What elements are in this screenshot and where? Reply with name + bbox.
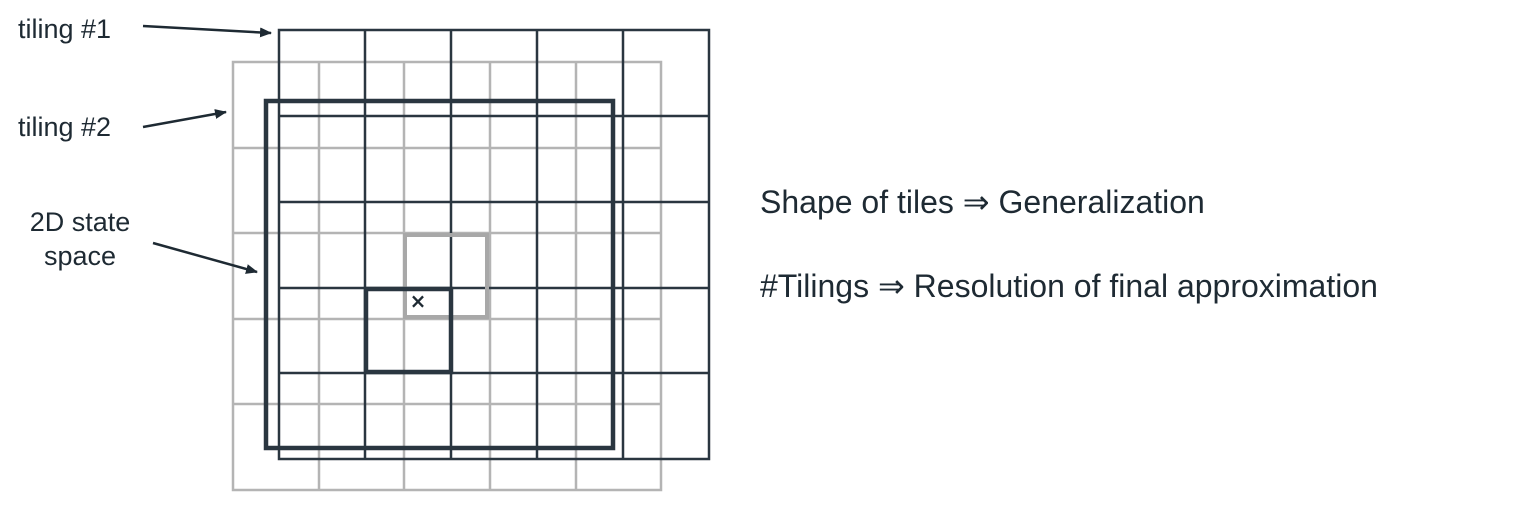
tiling-2-horizontal-lines — [233, 146, 661, 406]
tiling-1-horizontal-lines — [279, 114, 709, 375]
tiling-2-border — [231, 60, 663, 492]
resolution-note: #Tilings ⇒ Resolution of final approxima… — [760, 268, 1378, 304]
tiling-2-arrow — [142, 109, 227, 129]
state-space-label: 2D state space — [28, 205, 132, 273]
state-space-label-line2: space — [43, 241, 117, 271]
generalization-note: Shape of tiles ⇒ Generalization — [760, 184, 1205, 220]
active-tile-tiling-2 — [403, 233, 489, 319]
state-point-marker: × — [410, 289, 427, 313]
tiling-1-arrow — [142, 24, 272, 38]
active-tile-tiling-1 — [363, 286, 454, 375]
tiling-1-grid — [277, 28, 711, 461]
state-space-label-line1: 2D state — [29, 207, 131, 237]
tiling-1-border — [277, 28, 711, 461]
tiling-2-vertical-lines — [317, 62, 578, 490]
tiling-2-grid — [231, 60, 663, 492]
tiling-1-label: tiling #1 — [18, 14, 112, 44]
state-space-arrow — [152, 241, 258, 274]
tiling-2-label: tiling #2 — [18, 112, 112, 142]
state-space-boundary — [263, 98, 616, 451]
